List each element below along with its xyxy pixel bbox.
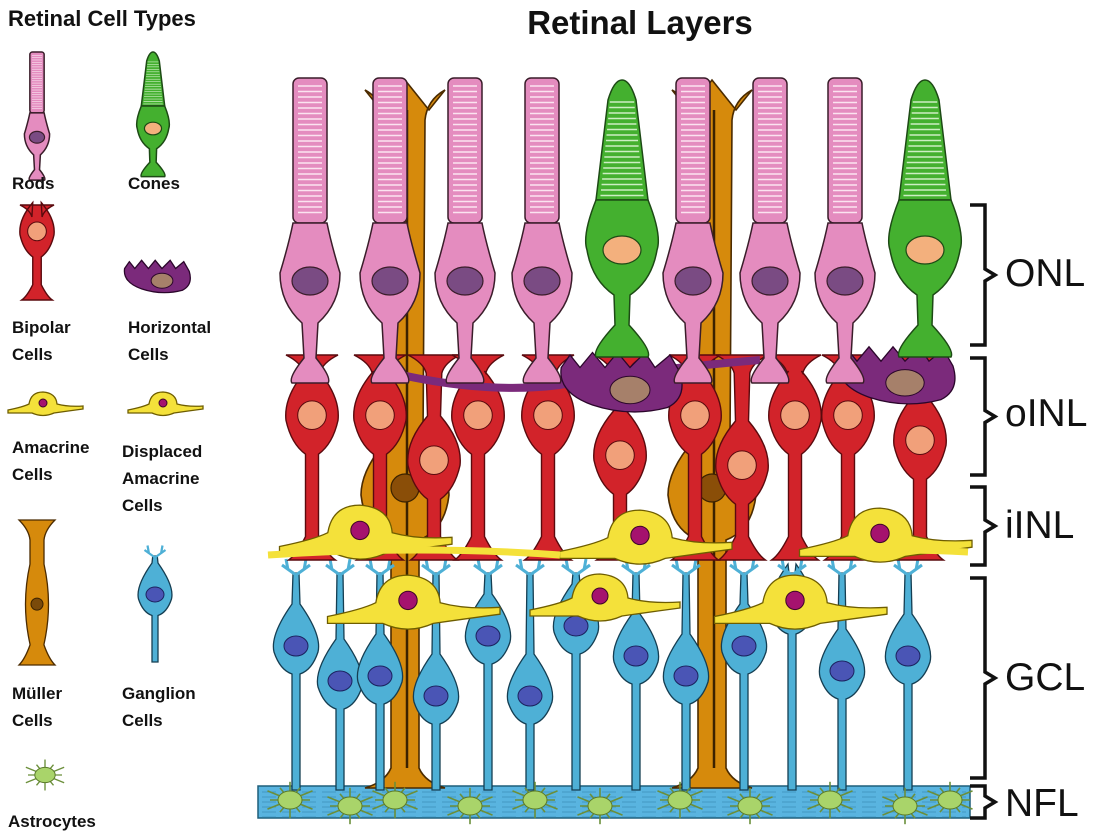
rod-cell — [815, 78, 875, 383]
layer-bracket — [970, 786, 995, 818]
rod-cell — [435, 78, 495, 383]
layer-label-iinl: iINL — [1005, 504, 1074, 548]
legend-label-muller: Müller Cells — [12, 680, 62, 734]
legend-label-displaced: Displaced Amacrine Cells — [122, 438, 202, 519]
ganglion-cell — [819, 559, 864, 790]
cone-cell — [137, 52, 170, 177]
legend-label-bipolar: Bipolar Cells — [12, 314, 71, 368]
ganglion-cell — [507, 559, 552, 790]
horizontal-cell — [561, 353, 682, 412]
displaced-amacrine-cell — [128, 392, 203, 416]
bipolar-cell — [769, 355, 822, 560]
displaced-amacrine-cell — [530, 574, 680, 621]
legend-label-ganglion: Ganglion Cells — [122, 680, 196, 734]
layer-brackets — [970, 205, 995, 818]
amacrine-cell — [8, 392, 83, 416]
rod-cell — [512, 78, 572, 383]
layer-label-nfl: NFL — [1005, 782, 1079, 826]
ganglion-cell — [273, 559, 318, 790]
legend-label-horizontal: Horizontal Cells — [128, 314, 211, 368]
layer-bracket — [970, 205, 995, 345]
layer-label-onl: ONL — [1005, 252, 1085, 296]
layer-bracket — [970, 578, 995, 778]
legend-label-astrocytes: Astrocytes — [8, 808, 96, 835]
nerve-fiber-layer — [258, 786, 970, 818]
rod-cell — [24, 52, 49, 180]
legend-label-cones: Cones — [128, 170, 180, 197]
ganglion-cell — [317, 559, 362, 790]
layer-label-oinl: oINL — [1005, 392, 1087, 436]
legend-label-amacrine: Amacrine Cells — [12, 434, 89, 488]
cone-cell — [586, 80, 659, 357]
ganglion-cell — [465, 559, 510, 790]
cone-cell — [889, 80, 962, 357]
horizontal-cell — [124, 260, 190, 292]
layer-bracket — [970, 487, 995, 565]
ganglion-cell — [138, 546, 172, 663]
photoreceptors — [280, 78, 961, 383]
rod-cell — [280, 78, 340, 383]
displaced-amacrine-cells — [328, 574, 888, 629]
retina-layers-diagram — [258, 78, 973, 824]
muller-cell — [19, 520, 55, 665]
astrocyte — [26, 760, 64, 791]
layer-label-gcl: GCL — [1005, 656, 1085, 700]
legend-label-rods: Rods — [12, 170, 55, 197]
ganglion-cell — [721, 559, 766, 790]
rod-cell — [740, 78, 800, 383]
ganglion-cell — [885, 559, 930, 790]
layer-bracket — [970, 358, 995, 475]
bipolar-cell — [20, 203, 54, 301]
